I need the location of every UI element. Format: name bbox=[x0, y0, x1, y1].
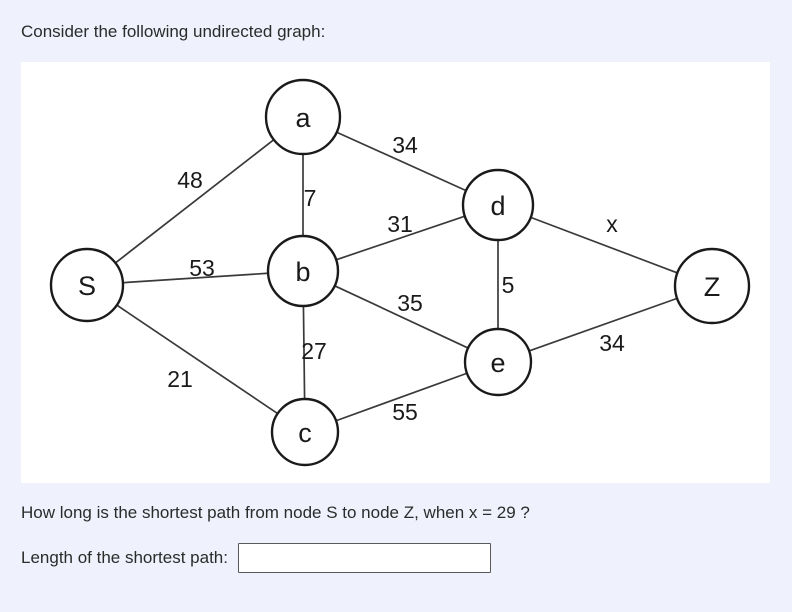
graph-edge-b-d bbox=[335, 215, 466, 261]
graph-node-d bbox=[461, 168, 535, 242]
edge-weight-b-e: 35 bbox=[397, 290, 423, 316]
graph-node-label-Z: Z bbox=[704, 272, 721, 302]
edge-weight-d-e: 5 bbox=[502, 272, 515, 298]
page-title: Consider the following undirected graph: bbox=[21, 22, 326, 41]
graph-node-label-e: e bbox=[490, 348, 505, 378]
graph-node-c bbox=[270, 397, 340, 467]
edge-weight-e-Z: 34 bbox=[599, 330, 625, 356]
edge-weight-S-c: 21 bbox=[167, 366, 193, 392]
graph-node-S bbox=[49, 247, 125, 323]
graph-node-b bbox=[266, 234, 340, 308]
graph-edge-c-e bbox=[335, 372, 468, 422]
graph-node-Z bbox=[673, 247, 751, 325]
graph-node-label-d: d bbox=[490, 191, 505, 221]
question-text: How long is the shortest path from node … bbox=[21, 503, 530, 522]
graph-node-e bbox=[463, 327, 533, 397]
edge-weight-c-e: 55 bbox=[392, 399, 418, 425]
edge-weight-d-Z: x bbox=[606, 211, 618, 237]
graph-edges bbox=[114, 131, 678, 422]
edge-weight-b-d: 31 bbox=[387, 211, 413, 237]
graph-node-a bbox=[264, 78, 342, 156]
graph-edge-S-a bbox=[114, 139, 275, 264]
graph-node-label-S: S bbox=[78, 271, 96, 301]
edge-weight-a-b: 7 bbox=[304, 185, 317, 211]
graph-node-label-a: a bbox=[295, 103, 311, 133]
edge-weight-b-c: 27 bbox=[301, 338, 327, 364]
edge-weight-a-d: 34 bbox=[392, 132, 418, 158]
graph-edge-d-Z bbox=[530, 216, 678, 274]
answer-label: Length of the shortest path: bbox=[21, 548, 228, 567]
shortest-path-input[interactable] bbox=[237, 543, 491, 573]
graph-edge-S-c bbox=[116, 304, 279, 415]
answer-row: Length of the shortest path: bbox=[21, 541, 491, 575]
graph-edge-e-Z bbox=[528, 297, 678, 352]
graph-node-label-b: b bbox=[295, 257, 310, 287]
graph-nodes: Sa b c d e Z bbox=[49, 78, 751, 467]
graph-edge-b-e bbox=[334, 285, 469, 349]
graph-edge-S-b bbox=[122, 272, 269, 284]
graph-edge-b-c bbox=[302, 305, 306, 400]
edge-weight-S-a: 48 bbox=[177, 167, 203, 193]
graph-node-label-c: c bbox=[298, 418, 312, 448]
graph-edge-a-d bbox=[336, 131, 467, 192]
edge-weight-S-b: 53 bbox=[189, 255, 215, 281]
